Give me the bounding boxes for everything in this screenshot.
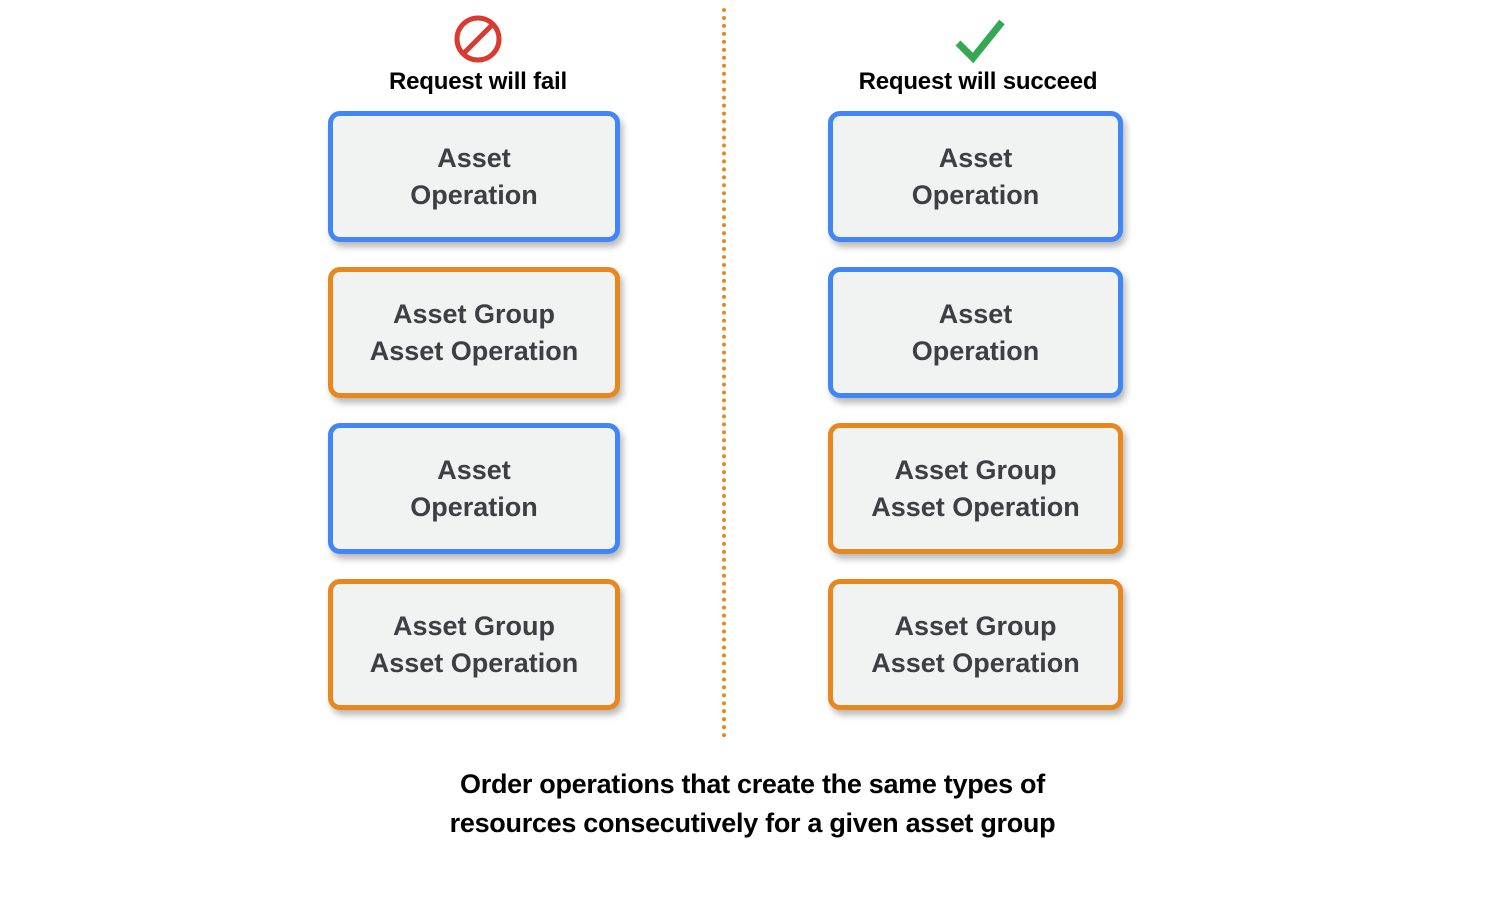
card-line-2: Operation (410, 179, 538, 210)
check-icon (828, 10, 1128, 68)
card-line-1: Asset Group (894, 610, 1057, 641)
column-succeed-cards: Asset Operation Asset Operation Asset Gr… (828, 111, 1128, 735)
caption-line-1: Order operations that create the same ty… (460, 769, 1045, 799)
card-asset-operation[interactable]: Asset Operation (828, 111, 1123, 242)
card-line-1: Asset (938, 142, 1013, 173)
card-asset-group-asset-operation[interactable]: Asset Group Asset Operation (828, 423, 1123, 554)
column-fail-header: Request will fail (328, 10, 628, 96)
card-line-2: Operation (410, 491, 538, 522)
card-asset-operation[interactable]: Asset Operation (328, 423, 620, 554)
column-succeed-label: Request will succeed (858, 68, 1098, 95)
card-asset-group-asset-operation[interactable]: Asset Group Asset Operation (828, 579, 1123, 710)
column-fail-label: Request will fail (389, 68, 567, 95)
card-line-1: Asset Group (894, 454, 1057, 485)
column-fail-cards: Asset Operation Asset Group Asset Operat… (328, 111, 628, 735)
card-line-1: Asset (437, 142, 511, 173)
caption-line-2: resources consecutively for a given asse… (449, 808, 1056, 838)
column-divider (722, 8, 726, 738)
card-asset-group-asset-operation[interactable]: Asset Group Asset Operation (328, 267, 620, 398)
diagram-caption: Order operations that create the same ty… (0, 765, 1505, 843)
card-line-1: Asset (437, 454, 511, 485)
card-asset-operation[interactable]: Asset Operation (328, 111, 620, 242)
card-line-1: Asset (938, 298, 1013, 329)
card-line-2: Operation (911, 335, 1040, 366)
card-asset-group-asset-operation[interactable]: Asset Group Asset Operation (328, 579, 620, 710)
card-line-2: Asset Operation (369, 647, 579, 678)
column-succeed-header: Request will succeed (828, 10, 1128, 96)
card-line-2: Asset Operation (369, 335, 579, 366)
card-asset-operation[interactable]: Asset Operation (828, 267, 1123, 398)
card-line-2: Operation (911, 179, 1040, 210)
card-line-1: Asset Group (392, 298, 556, 329)
card-line-2: Asset Operation (871, 647, 1080, 678)
prohibition-icon (328, 10, 628, 68)
card-line-1: Asset Group (392, 610, 556, 641)
card-line-2: Asset Operation (871, 491, 1080, 522)
